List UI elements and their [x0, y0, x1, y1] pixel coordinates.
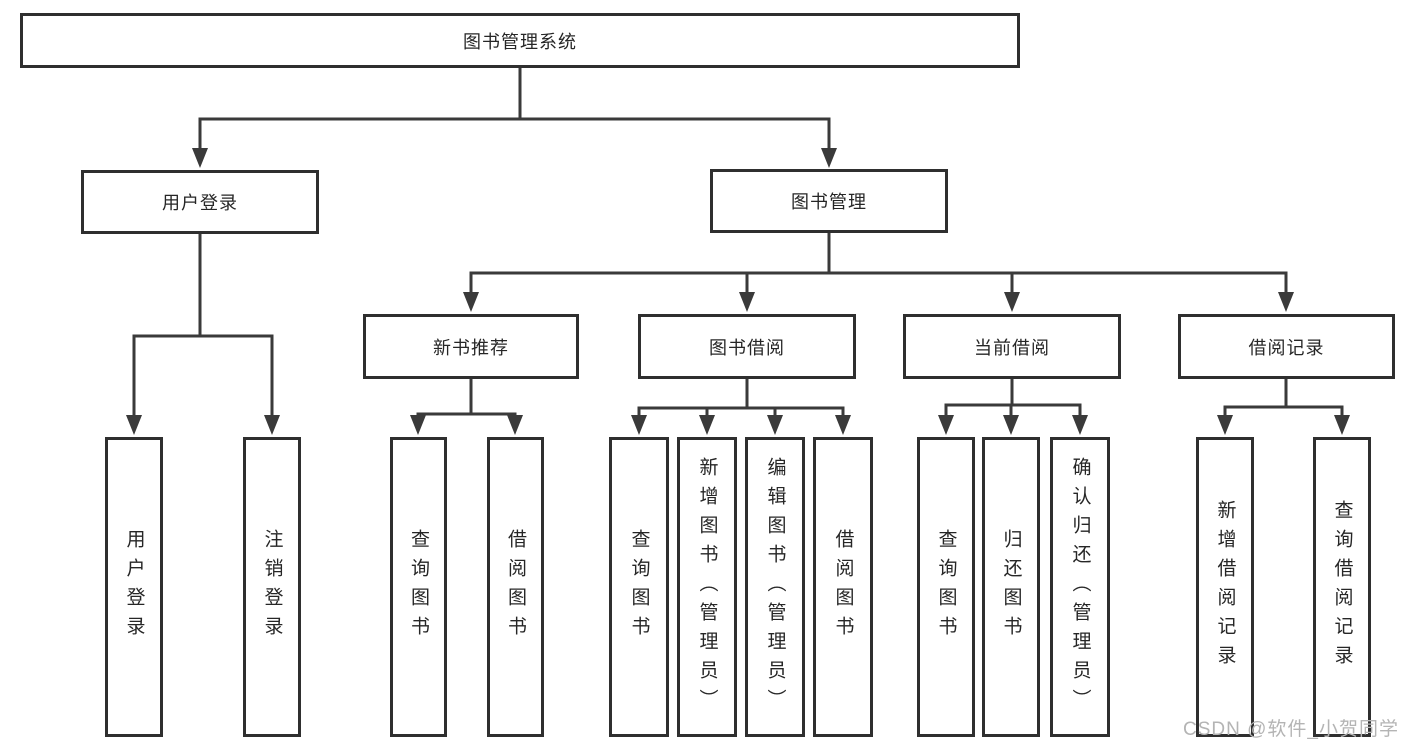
csdn-watermark: CSDN @软件_小贺同学: [1183, 719, 1399, 740]
leaf-user-login: 用户登录: [105, 437, 163, 737]
leaf-query-books: 查询图书: [390, 437, 447, 737]
leaf-add-borrow-record: 新增借阅记录: [1196, 437, 1254, 737]
arrowhead-down-icon: [126, 415, 142, 435]
arrowhead-down-icon: [739, 292, 755, 312]
arrowhead-down-icon: [1217, 415, 1233, 435]
arrowhead-down-icon: [699, 415, 715, 435]
node-book-borrowing: 图书借阅: [638, 314, 856, 379]
arrowhead-down-icon: [938, 415, 954, 435]
leaf-borrow-books: 借阅图书: [813, 437, 873, 737]
arrowhead-down-icon: [821, 148, 837, 168]
arrowhead-down-icon: [1278, 292, 1294, 312]
node-borrowing-records: 借阅记录: [1178, 314, 1395, 379]
leaf-confirm-return-admin: 确认归还（管理员）: [1050, 437, 1110, 737]
leaf-edit-books-admin: 编辑图书（管理员）: [745, 437, 805, 737]
node-user-login: 用户登录: [81, 170, 319, 234]
arrowhead-down-icon: [410, 415, 426, 435]
arrowhead-down-icon: [192, 148, 208, 168]
arrowhead-down-icon: [1003, 415, 1019, 435]
arrowhead-down-icon: [507, 415, 523, 435]
arrowhead-down-icon: [264, 415, 280, 435]
node-new-book-recommend: 新书推荐: [363, 314, 579, 379]
node-book-management: 图书管理: [710, 169, 948, 233]
arrowhead-down-icon: [767, 415, 783, 435]
leaf-query-borrow-record: 查询借阅记录: [1313, 437, 1371, 737]
leaf-query-books: 查询图书: [609, 437, 669, 737]
arrowhead-down-icon: [463, 292, 479, 312]
node-current-borrowing: 当前借阅: [903, 314, 1121, 379]
leaf-query-books: 查询图书: [917, 437, 975, 737]
leaf-borrow-books: 借阅图书: [487, 437, 544, 737]
arrowhead-down-icon: [1334, 415, 1350, 435]
arrowhead-down-icon: [1004, 292, 1020, 312]
node-library-management-system: 图书管理系统: [20, 13, 1020, 68]
arrowhead-down-icon: [835, 415, 851, 435]
leaf-add-books-admin: 新增图书（管理员）: [677, 437, 737, 737]
leaf-return-books: 归还图书: [982, 437, 1040, 737]
leaf-logout: 注销登录: [243, 437, 301, 737]
arrowhead-down-icon: [1072, 415, 1088, 435]
arrowhead-down-icon: [631, 415, 647, 435]
